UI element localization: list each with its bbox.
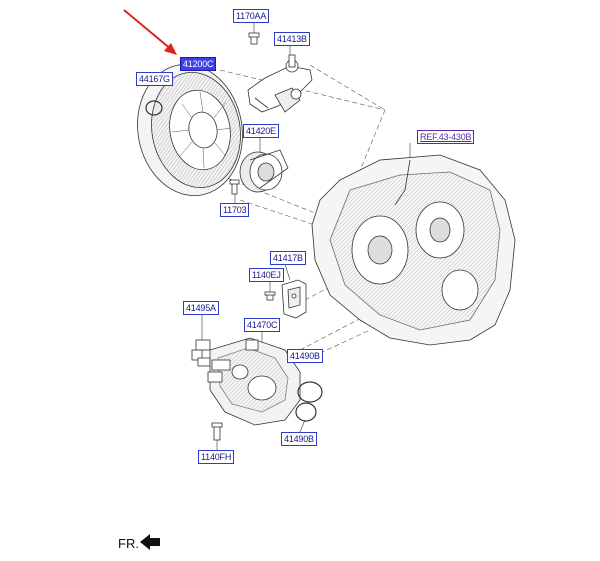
callout-ref-43-430b: REF.43-430B (417, 130, 475, 144)
callout-41200c: 41200C (180, 57, 217, 71)
callout-1140fh: 1140FH (198, 450, 235, 464)
clutch-cover-41200c (137, 63, 243, 197)
o-ring-44167g (145, 100, 163, 116)
callout-41495a: 41495A (183, 301, 219, 315)
release-fork-41413b (247, 54, 313, 113)
bolt-1170aa (248, 32, 260, 45)
callout-41413b: 41413B (274, 32, 310, 46)
o-ring-41490b-bottom (295, 402, 317, 422)
transmission-housing (311, 154, 516, 346)
bolt-1140ej (264, 291, 276, 301)
callout-41490b-top: 41490B (287, 349, 323, 363)
callout-1140ej: 1140EJ (249, 268, 284, 282)
callout-11703: 11703 (220, 203, 250, 217)
front-orientation-label: FR. (118, 536, 139, 551)
connector-41495a (191, 339, 211, 367)
bolt-1140fh (211, 422, 223, 441)
bracket-41417b (281, 279, 307, 319)
clutch-actuator-41470c (207, 337, 301, 426)
callout-44167g: 44167G (136, 72, 173, 86)
callout-41490b-bottom: 41490B (281, 432, 317, 446)
bolt-11703 (229, 179, 240, 195)
callout-41420e: 41420E (243, 124, 279, 138)
callout-1170aa: 1170AA (233, 9, 270, 23)
callout-41470c: 41470C (244, 318, 281, 332)
callout-41417b: 41417B (270, 251, 306, 265)
o-ring-41490b-top (297, 381, 323, 403)
pointer-arrow (123, 9, 177, 55)
front-direction-arrow-icon (140, 534, 160, 550)
release-bearing-41420e (239, 149, 289, 193)
